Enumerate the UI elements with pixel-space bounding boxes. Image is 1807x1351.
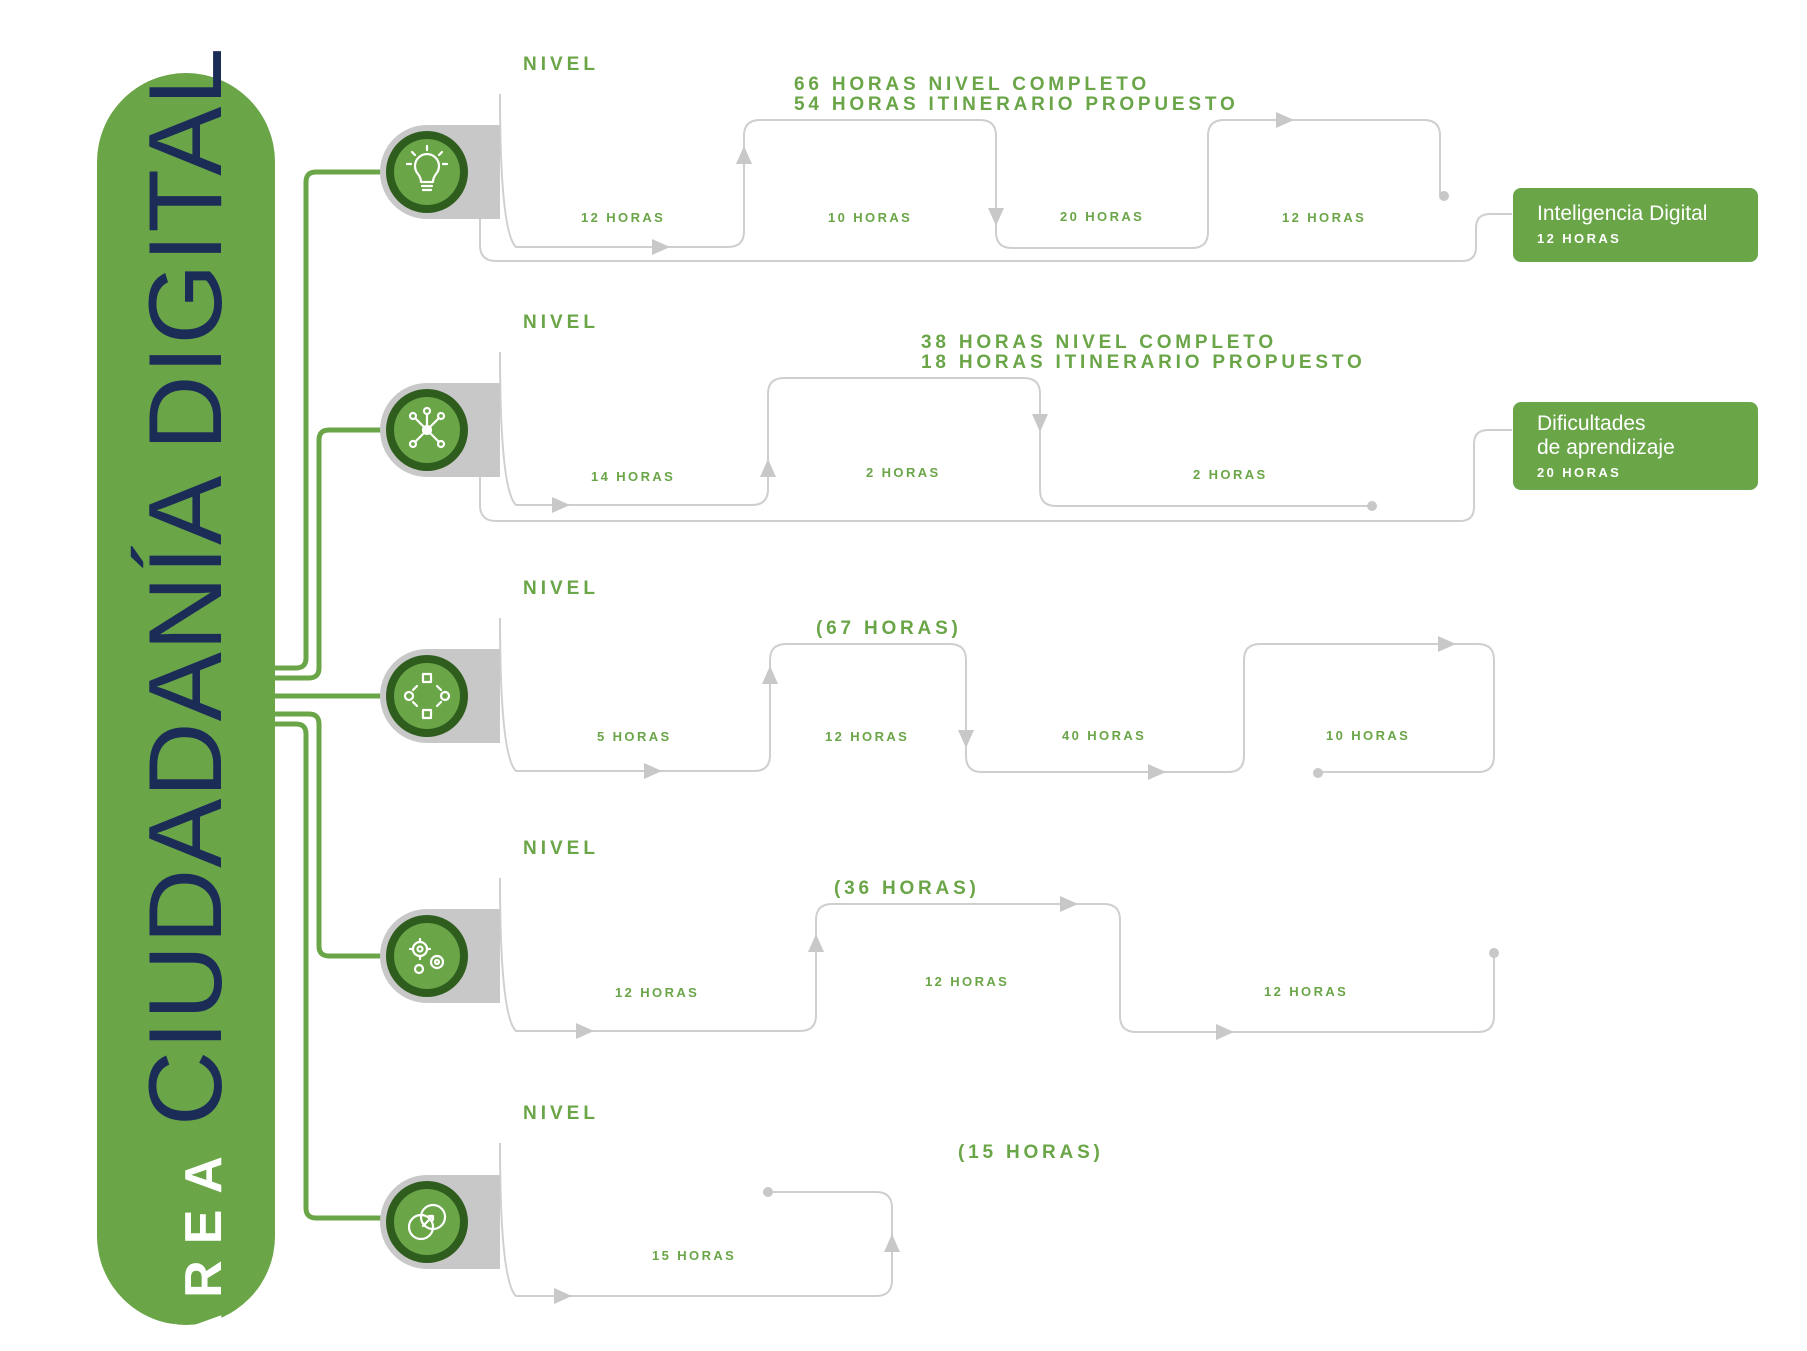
extra-course-title: de aprendizaje [1537,436,1675,459]
area-pill [97,73,275,1325]
level-5-total: (15 HORAS) [958,1142,1104,1163]
level-5-badge [380,1175,500,1269]
extra-course-title: Dificultades [1537,412,1646,435]
level-4-path [499,877,1495,1033]
level-1-badge [380,125,500,219]
level-4-segment: 12 HORAS [925,974,1010,989]
level-3-badge [380,649,500,743]
extra-course-title: Inteligencia Digital [1537,202,1708,225]
level-3-label: NIVEL [523,578,599,599]
level-1-segment: 12 HORAS [581,210,666,225]
level-2-segment: 14 HORAS [591,469,676,484]
level-4-badge [380,909,500,1003]
level-1-segment: 10 HORAS [828,210,913,225]
level-2-label: NIVEL [523,312,599,333]
level-2-total-itinerary: 18 HORAS ITINERARIO PROPUESTO [921,352,1366,373]
level-3-segment: 5 HORAS [597,729,672,744]
level-5-segment: 15 HORAS [652,1248,737,1263]
lightbulb-icon [405,144,449,192]
level-2-segment: 2 HORAS [866,465,941,480]
level-3-segment: 10 HORAS [1326,728,1411,743]
level-3-path [499,617,1495,773]
network-icon [408,406,446,449]
level-2-path [479,351,1512,522]
gears-icon [408,937,445,975]
level-4-segment: 12 HORAS [615,985,700,1000]
level-1-label: NIVEL [523,54,599,75]
level-4-label: NIVEL [523,838,599,859]
level-5-label: NIVEL [523,1103,599,1124]
level-4-total: (36 HORAS) [834,878,980,899]
branch-connectors [275,169,392,1221]
level-1-segment: 20 HORAS [1060,209,1145,224]
extra-course-hours: 12 HORAS [1537,231,1622,246]
level-1-total-itinerary: 54 HORAS ITINERARIO PROPUESTO [794,94,1239,115]
level-3-total: (67 HORAS) [816,618,962,639]
level-1-path [479,93,1512,262]
cycle-icon [403,672,451,720]
extra-course-hours: 20 HORAS [1537,465,1622,480]
level-3-segment: 40 HORAS [1062,728,1147,743]
extra-course-box: Dificultades de aprendizaje 20 HORAS [1513,402,1758,490]
level-4-segment: 12 HORAS [1264,984,1349,999]
level-2-segment: 2 HORAS [1193,467,1268,482]
level-1-segment: 12 HORAS [1282,210,1367,225]
level-2-badge [380,383,500,477]
level-1-total-complete: 66 HORAS NIVEL COMPLETO [794,74,1150,95]
link-icon [407,1203,447,1241]
level-5-path [499,1142,893,1297]
extra-course-box: Inteligencia Digital 12 HORAS [1513,188,1758,262]
path-arrows [552,112,1499,1304]
level-3-segment: 12 HORAS [825,729,910,744]
level-2-total-complete: 38 HORAS NIVEL COMPLETO [921,332,1277,353]
